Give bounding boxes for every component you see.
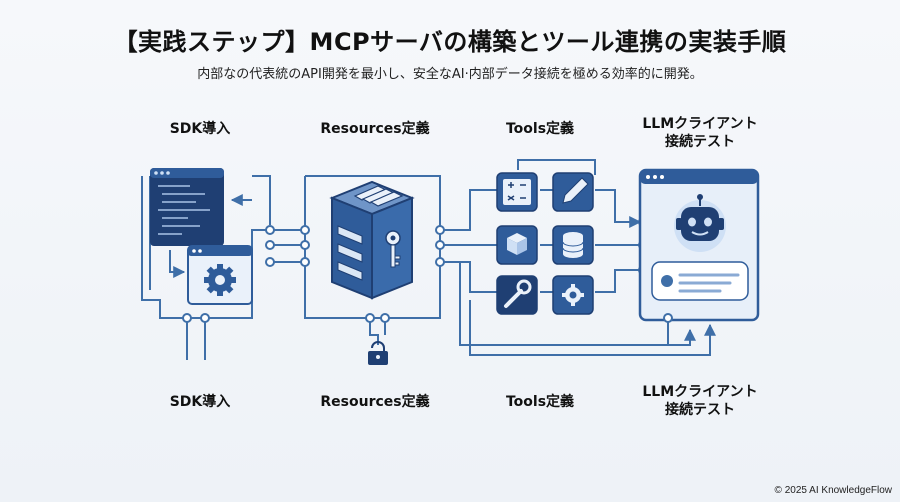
step-label-tools-top: Tools定義 xyxy=(505,121,575,137)
code-window-icon xyxy=(150,168,224,246)
step-label-resources-bottom: Resources定義 xyxy=(320,394,430,410)
step-label-client-top-line2: 接続テスト xyxy=(665,134,735,150)
gear-window-icon xyxy=(187,245,253,305)
step-label-client-bottom-line2: 接続テスト xyxy=(665,402,735,418)
chat-bubble-icon xyxy=(651,261,749,301)
step-label-resources-top: Resources定義 xyxy=(320,121,430,137)
step-label-tools-bottom: Tools定義 xyxy=(505,394,575,410)
page-subtitle: 内部なの代表統のAPI開発を最小し、安全なAI·内部データ接続を極める効率的に開… xyxy=(197,67,703,82)
copyright-text: © 2025 AI KnowledgeFlow xyxy=(774,485,892,496)
gear-icon xyxy=(552,275,594,315)
pencil-icon xyxy=(552,172,594,212)
step-label-client-top: LLMクライアント 接続テスト xyxy=(620,115,780,151)
lock-icon xyxy=(368,341,388,365)
step-label-client-bottom: LLMクライアント 接続テスト xyxy=(620,383,780,419)
package-icon xyxy=(496,225,538,265)
page-title: 【実践ステップ】MCPサーバの構築とツール連携の実装手順 xyxy=(113,28,787,56)
step-label-sdk-top: SDK導入 xyxy=(169,121,231,137)
calculator-icon xyxy=(496,172,538,212)
server-box-icon xyxy=(329,180,415,300)
robot-icon xyxy=(674,194,726,252)
step-label-client-bottom-line1: LLMクライアント xyxy=(642,384,758,400)
step-label-client-top-line1: LLMクライアント xyxy=(642,116,758,132)
key-icon xyxy=(385,230,401,268)
sdk-arrow-right xyxy=(169,250,186,278)
step-label-sdk-bottom: SDK導入 xyxy=(169,394,231,410)
wrench-icon xyxy=(496,275,538,315)
client-node xyxy=(663,313,673,323)
database-icon xyxy=(552,225,594,265)
